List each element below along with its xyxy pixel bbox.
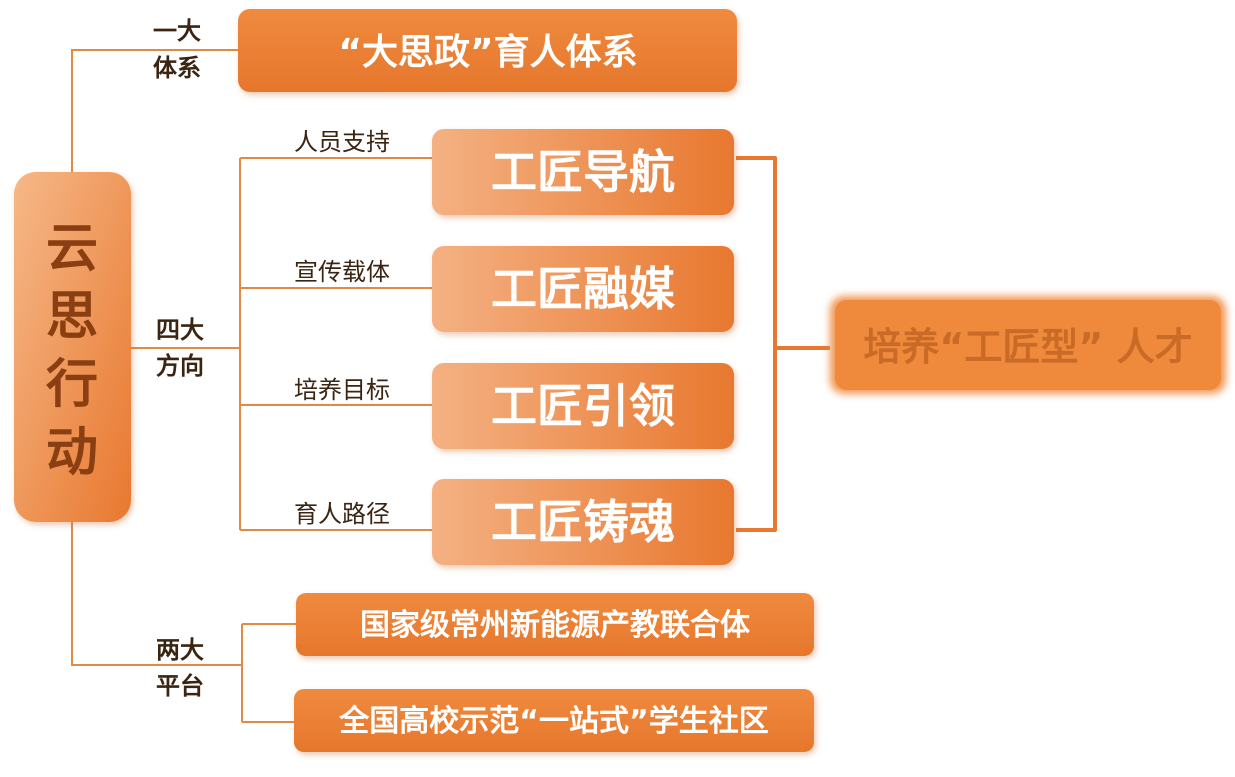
root-char-3: 行 — [46, 355, 98, 415]
platform-1: 国家级常州新能源产教联合体 — [296, 593, 814, 656]
svg-text:四大: 四大 — [156, 316, 204, 344]
connector-bracket-to-result — [736, 156, 830, 532]
platform-box-1: 国家级常州新能源产教联合体 — [360, 608, 751, 643]
svg-text:一大: 一大 — [153, 17, 201, 45]
branch-label-system: 一大 体系 — [153, 17, 201, 82]
svg-text:体系: 体系 — [153, 54, 201, 82]
branch-label-directions: 四大 方向 — [156, 316, 204, 380]
direction-1: 人员支持 工匠导航 — [294, 128, 734, 215]
root-char-2: 思 — [46, 287, 98, 347]
root-char-1: 云 — [46, 219, 98, 279]
direction-box-3: 工匠引领 — [491, 379, 675, 433]
direction-2: 宣传载体 工匠融媒 — [294, 246, 734, 332]
result-box: 培养“工匠型” 人才 — [830, 296, 1226, 394]
edge-label-1: 人员支持 — [294, 128, 390, 156]
edge-label-3: 培养目标 — [294, 376, 390, 404]
system-box: “大思政”育人体系 — [238, 9, 737, 92]
platform-box-2: 全国高校示范“一站式”学生社区 — [338, 704, 768, 739]
svg-text:方向: 方向 — [156, 352, 204, 380]
connector-root-to-system — [71, 49, 238, 172]
direction-4: 育人路径 工匠铸魂 — [294, 479, 734, 565]
svg-text:平台: 平台 — [156, 672, 204, 700]
platform-2: 全国高校示范“一站式”学生社区 — [294, 689, 814, 752]
edge-label-4: 育人路径 — [294, 500, 390, 528]
root-char-4: 动 — [46, 423, 98, 483]
root-node: 云 思 行 动 — [14, 172, 131, 522]
svg-text:“大思政”育人体系: “大思政”育人体系 — [338, 32, 637, 73]
connector-root-to-platforms — [71, 522, 242, 666]
branch-label-platforms: 两大 平台 — [156, 636, 204, 700]
result-label: 培养“工匠型” 人才 — [863, 325, 1192, 369]
connectors — [71, 49, 432, 723]
direction-box-4: 工匠铸魂 — [491, 495, 675, 549]
svg-text:两大: 两大 — [156, 636, 204, 664]
direction-3: 培养目标 工匠引领 — [294, 363, 734, 449]
edge-label-2: 宣传载体 — [294, 258, 390, 286]
direction-box-1: 工匠导航 — [491, 145, 675, 199]
direction-box-2: 工匠融媒 — [491, 262, 676, 316]
